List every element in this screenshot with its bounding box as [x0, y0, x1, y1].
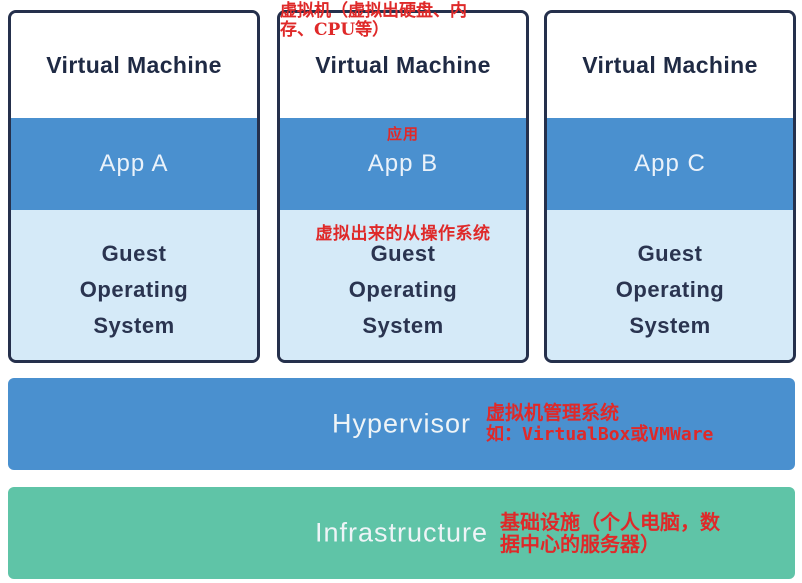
guest-os-line2: Operating	[79, 277, 189, 302]
infrastructure-label: Infrastructure	[314, 517, 489, 548]
infrastructure-annotation-line1: 基础设施（个人电脑，数	[500, 510, 720, 534]
vm-annotation: 虚拟机（虚拟出硬盘、内 存、CPU等）	[280, 2, 532, 40]
guest-os-annotation: 虚拟出来的从操作系统	[315, 224, 491, 244]
vm-column-b: Virtual Machine 应用 App B 虚拟出来的从操作系统 Gues…	[277, 10, 529, 363]
guest-os-section-c: Guest Operating System	[547, 210, 793, 360]
app-label: App A	[99, 150, 169, 177]
vm-column-a: Virtual Machine App A Guest Operating Sy…	[8, 10, 260, 363]
vm-annotation-line1: 虚拟机（虚拟出硬盘、内	[280, 1, 467, 21]
vm-title: Virtual Machine	[547, 13, 793, 118]
vm-column-c: Virtual Machine App C Guest Operating Sy…	[544, 10, 796, 363]
app-label: App C	[634, 150, 706, 177]
guest-os-line1: Guest	[637, 241, 703, 266]
app-section-b: 应用 App B	[280, 118, 526, 210]
hypervisor-annotation: 虚拟机管理系统 如：VirtualBox或VMWare	[486, 402, 714, 446]
vm-annotation-line2: 存、CPU等）	[280, 20, 390, 40]
guest-os-line1: Guest	[370, 241, 436, 266]
guest-os-line3: System	[629, 313, 711, 338]
guest-os-line3: System	[93, 313, 175, 338]
guest-os-section-a: Guest Operating System	[11, 210, 257, 360]
hypervisor-annotation-line2: 如：VirtualBox或VMWare	[486, 424, 714, 445]
app-section-a: App A	[11, 118, 257, 210]
guest-os-section-b: 虚拟出来的从操作系统 Guest Operating System	[280, 210, 526, 360]
vm-title: Virtual Machine	[280, 13, 526, 118]
guest-os-line3: System	[362, 313, 444, 338]
app-label: App B	[367, 150, 439, 177]
hypervisor-annotation-line1: 虚拟机管理系统	[486, 402, 620, 424]
app-annotation: 应用	[386, 125, 419, 143]
infrastructure-annotation: 基础设施（个人电脑，数 据中心的服务器）	[500, 511, 720, 555]
hypervisor-label: Hypervisor	[331, 408, 472, 439]
vm-title: Virtual Machine	[11, 13, 257, 118]
guest-os-line1: Guest	[101, 241, 167, 266]
hypervisor-bar: Hypervisor 虚拟机管理系统 如：VirtualBox或VMWare	[8, 378, 795, 470]
infrastructure-bar: Infrastructure 基础设施（个人电脑，数 据中心的服务器）	[8, 487, 795, 579]
guest-os-line2: Operating	[348, 277, 458, 302]
infrastructure-annotation-line2: 据中心的服务器）	[500, 532, 660, 556]
guest-os-line2: Operating	[615, 277, 725, 302]
app-section-c: App C	[547, 118, 793, 210]
